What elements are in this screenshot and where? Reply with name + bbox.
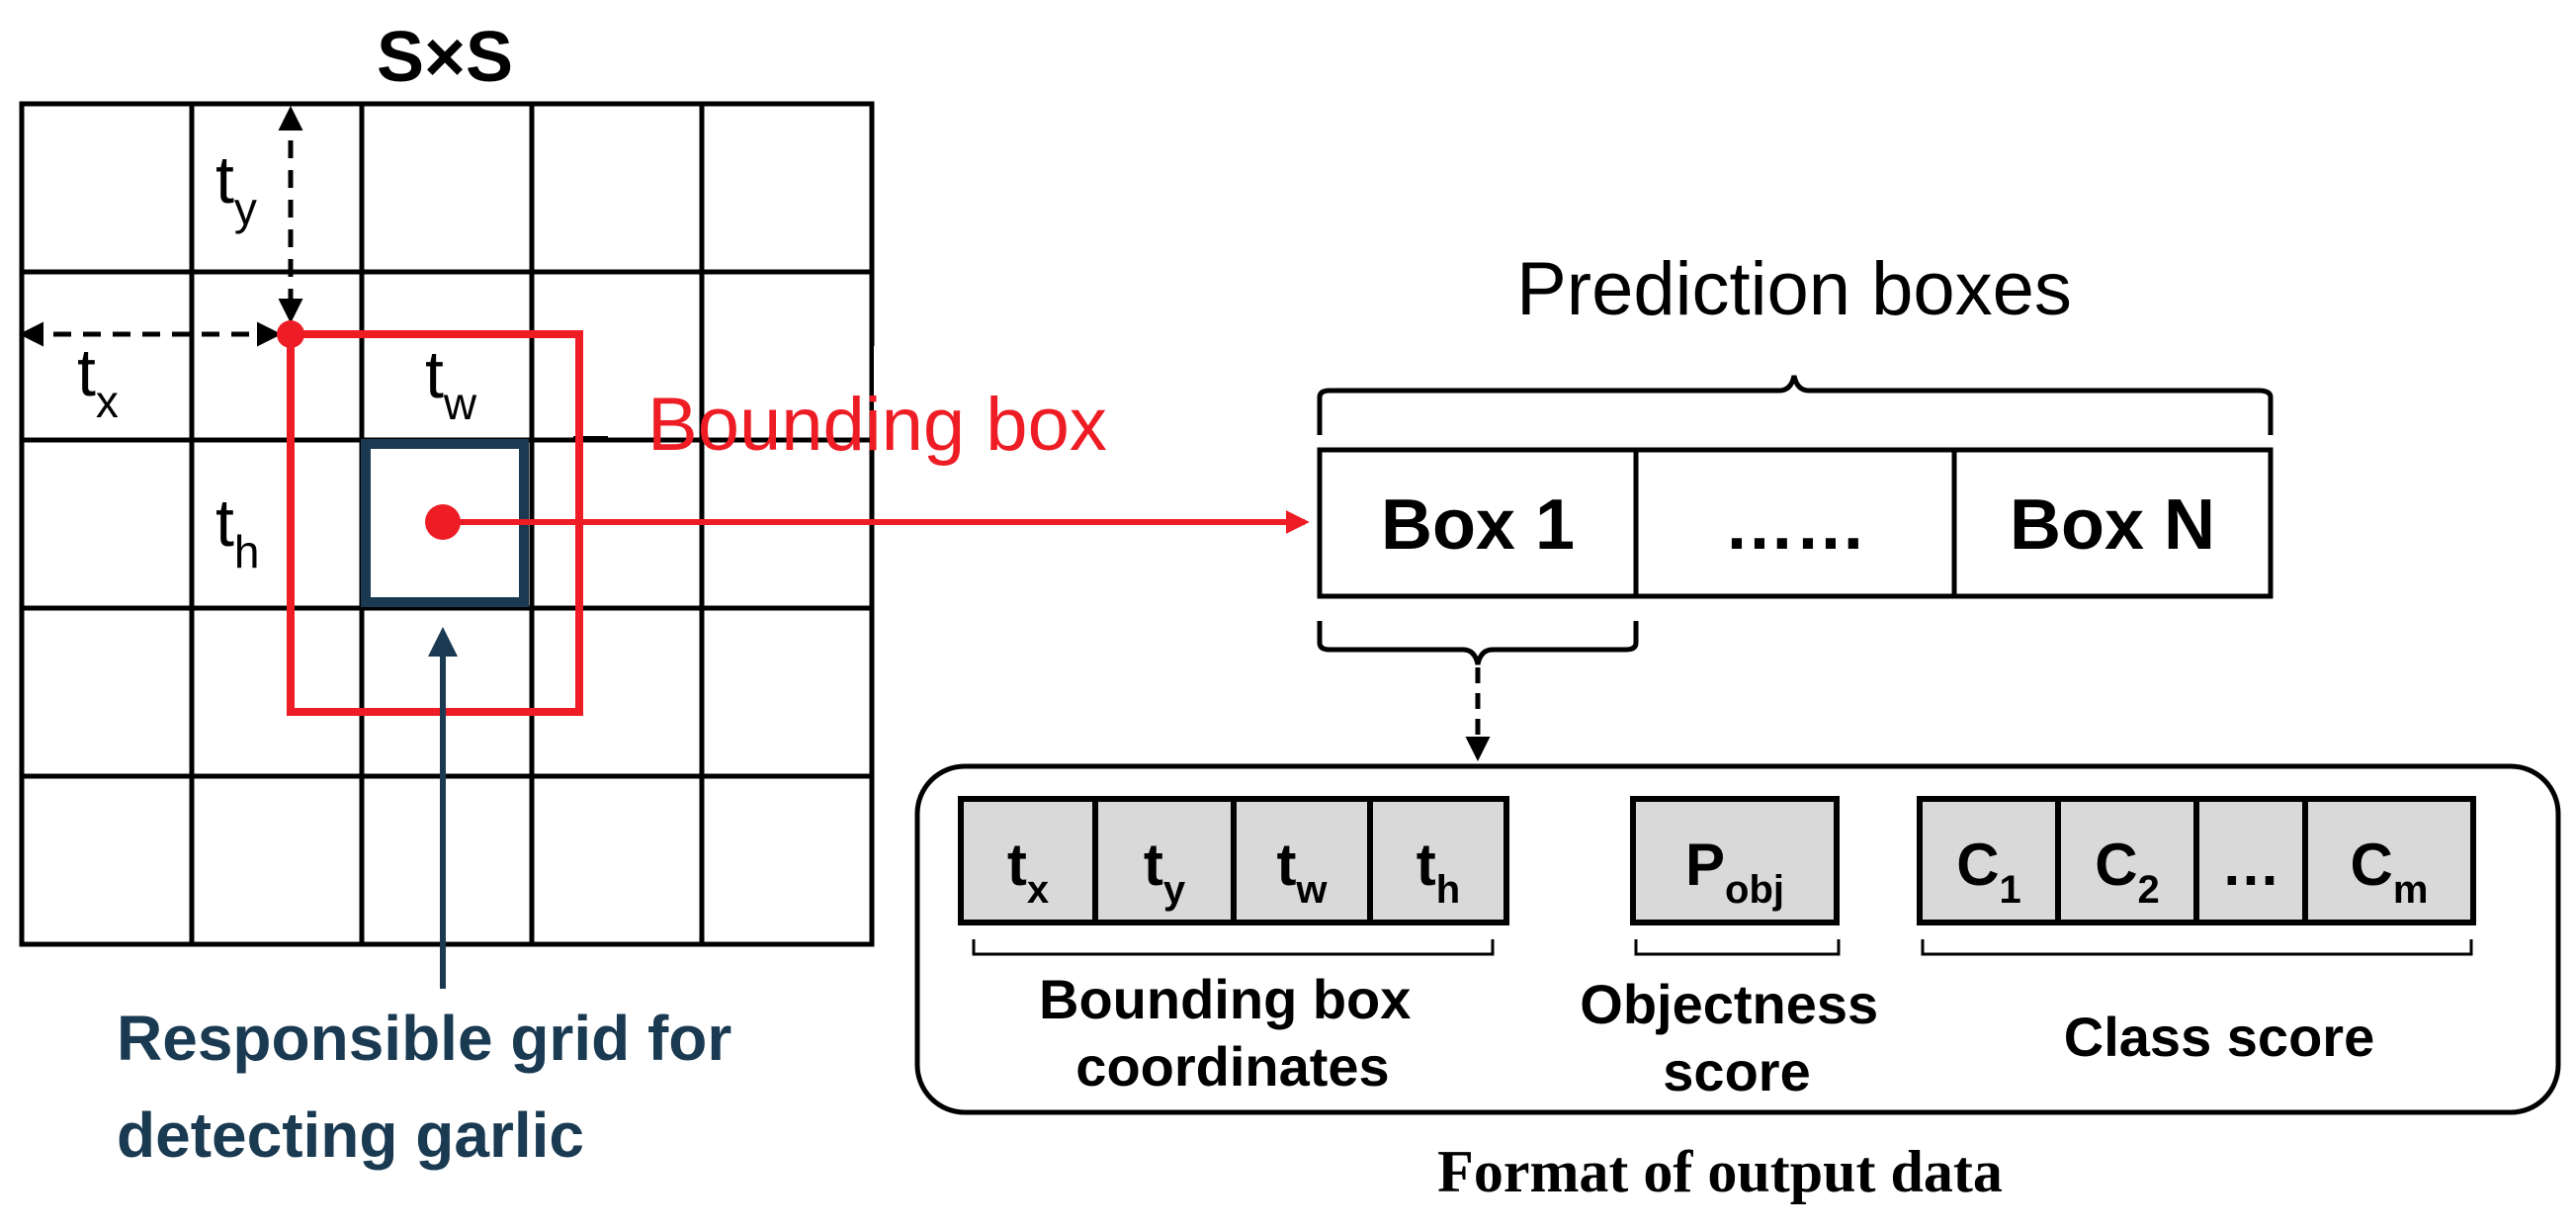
class-cell xyxy=(2193,796,2308,925)
box1-brace xyxy=(1317,621,1639,665)
grid-size-label: S×S xyxy=(377,18,513,97)
th-label: th xyxy=(215,485,260,577)
class-cell-label: Cm xyxy=(2351,832,2429,912)
class-cell-label: … xyxy=(2221,832,2280,898)
coord-cell xyxy=(1367,796,1509,925)
class-cell xyxy=(2055,796,2199,925)
coord-cell-label: ty xyxy=(1144,832,1186,912)
objectness-cell-label: Pobj xyxy=(1685,832,1784,912)
tx-label: tx xyxy=(77,335,119,427)
coord-cell-label: tx xyxy=(1007,832,1049,912)
class-cells: C1 C2 … Cm xyxy=(1917,796,2476,925)
class-cell-label: C1 xyxy=(1956,832,2021,912)
prediction-boxes-title: Prediction boxes xyxy=(1516,247,2072,331)
coord-cells: tx ty tw th xyxy=(958,796,1509,925)
output-format-panel xyxy=(914,763,2561,1115)
bbox-corner-dot xyxy=(277,320,304,348)
coord-cell xyxy=(1092,796,1237,925)
objectness-cell xyxy=(1630,796,1840,925)
class-brace xyxy=(1921,939,2473,956)
sxs-grid xyxy=(19,101,875,947)
obj-brace xyxy=(1634,939,1841,956)
prediction-box-row: Box 1 …… Box N xyxy=(1317,447,2274,599)
prediction-box-n: Box N xyxy=(2010,485,2215,565)
coord-group-label: Bounding box coordinates xyxy=(1039,968,1426,1098)
coord-cell-label: tw xyxy=(1276,832,1328,912)
ty-label: ty xyxy=(215,142,257,234)
class-cell xyxy=(2302,796,2476,925)
prediction-box-1: Box 1 xyxy=(1381,485,1575,565)
class-cell-label: C2 xyxy=(2095,832,2160,912)
objectness-cells: Pobj xyxy=(1630,796,1840,925)
obj-group-label: Objectness score xyxy=(1580,973,1893,1102)
prediction-brace xyxy=(1317,375,2274,435)
bounding-box-label: Bounding box xyxy=(647,383,1107,467)
coord-brace xyxy=(972,939,1495,956)
prediction-box-ellipsis: …… xyxy=(1724,485,1866,565)
coord-cell-label: th xyxy=(1417,832,1460,912)
class-cell xyxy=(1917,796,2061,925)
tw-label: tw xyxy=(425,337,477,429)
class-group-label: Class score xyxy=(2064,1006,2374,1068)
coord-cell xyxy=(958,796,1098,925)
output-format-caption: Format of output data xyxy=(1437,1139,2003,1204)
responsible-grid-label: Responsible grid for detecting garlic xyxy=(117,1003,749,1171)
